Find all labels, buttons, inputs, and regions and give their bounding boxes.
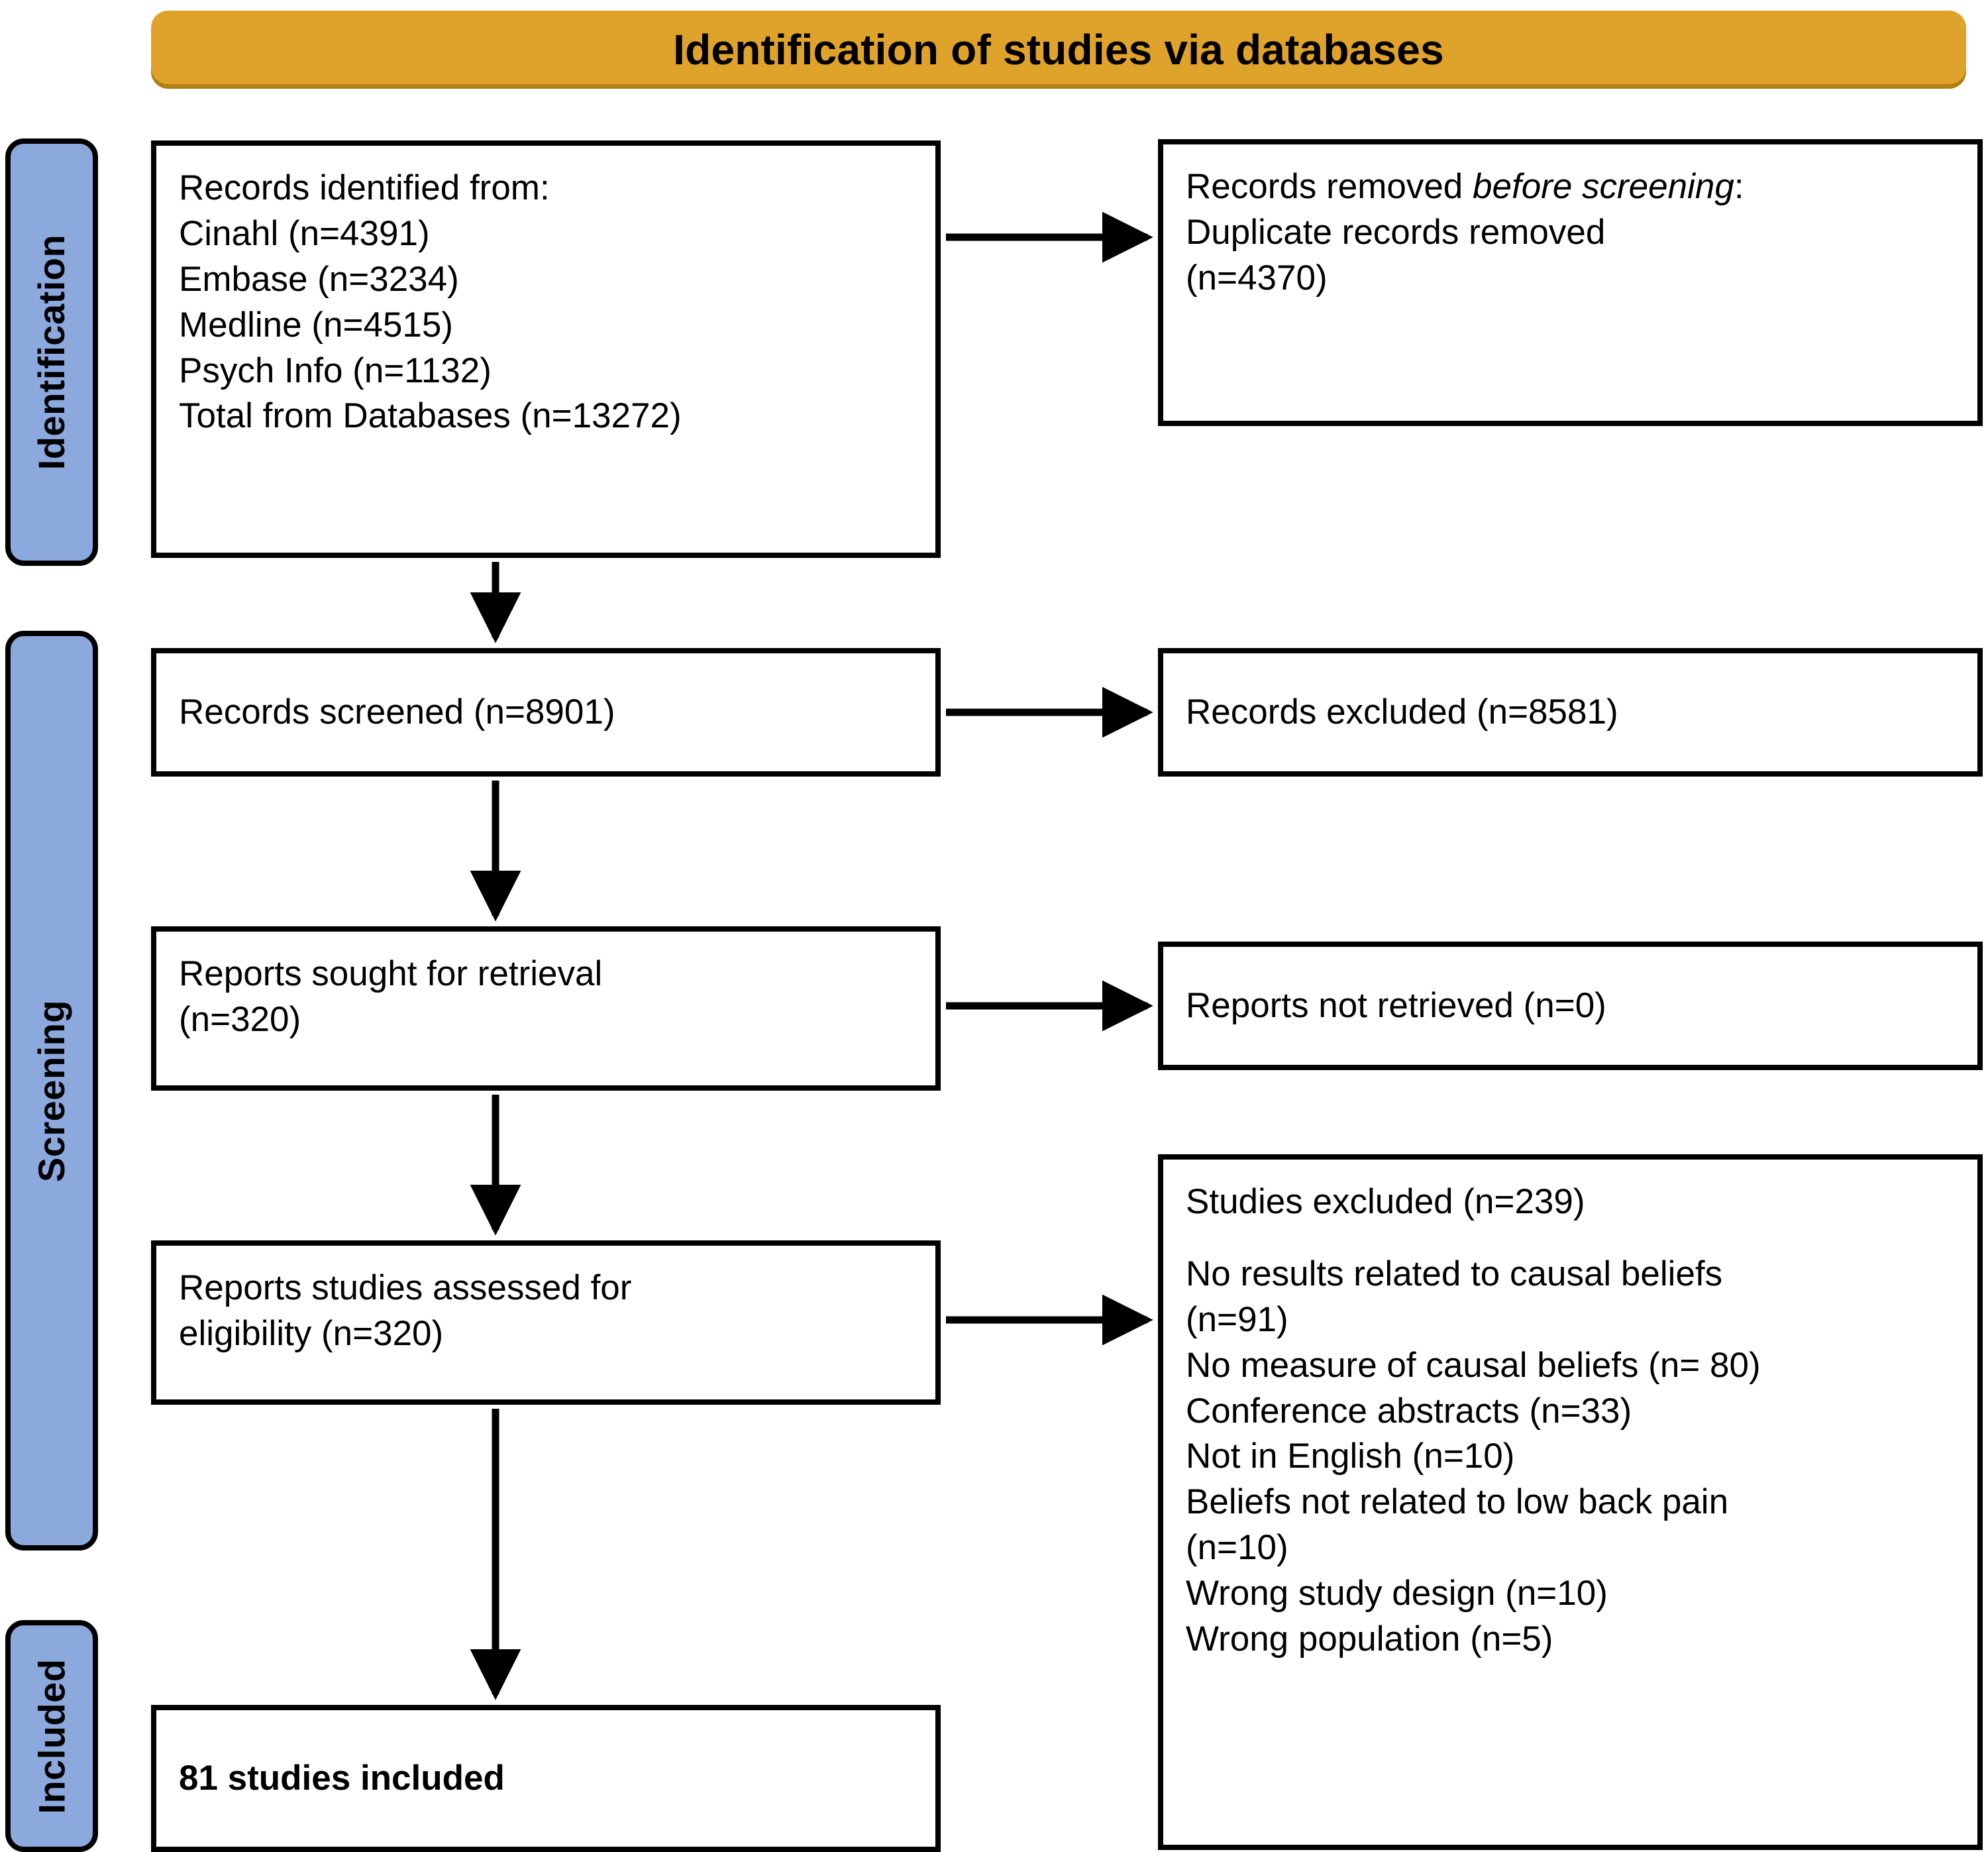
box-records-screened: Records screened (n=8901) bbox=[151, 648, 941, 777]
records-removed-heading-suffix: : bbox=[1734, 167, 1744, 206]
stage-label-included: Included bbox=[30, 1658, 73, 1814]
stage-rail-included: Included bbox=[5, 1620, 98, 1852]
studies-excluded-spacer bbox=[1186, 1225, 1955, 1252]
stage-label-identification: Identification bbox=[30, 234, 73, 470]
box-studies-included: 81 studies included bbox=[151, 1705, 941, 1852]
box-records-excluded: Records excluded (n=8581) bbox=[1158, 648, 1983, 777]
studies-excluded-reason-not-english: Not in English (n=10) bbox=[1186, 1437, 1515, 1476]
records-removed-duplicate: Duplicate records removed bbox=[1186, 212, 1606, 252]
studies-excluded-reason-wrong-design: Wrong study design (n=10) bbox=[1186, 1574, 1608, 1613]
reports-sought-text: Reports sought for retrieval bbox=[179, 954, 603, 993]
studies-excluded-reason-wrong-population: Wrong population (n=5) bbox=[1186, 1619, 1553, 1659]
banner-identification-via-databases: Identification of studies via databases bbox=[151, 11, 1966, 89]
studies-excluded-reason-no-results: No results related to causal beliefs bbox=[1186, 1254, 1723, 1293]
records-identified-psychinfo: Psych Info (n=1132) bbox=[179, 351, 492, 390]
banner-title: Identification of studies via databases bbox=[673, 26, 1444, 74]
records-identified-total: Total from Databases (n=13272) bbox=[179, 396, 682, 436]
records-removed-heading-prefix: Records removed bbox=[1186, 167, 1473, 206]
studies-excluded-reason-no-results-count: (n=91) bbox=[1186, 1299, 1288, 1339]
studies-excluded-reason-beliefs-unrelated-count: (n=10) bbox=[1186, 1528, 1288, 1568]
reports-assessed-line2: eligibility (n=320) bbox=[179, 1313, 444, 1353]
records-excluded-text: Records excluded (n=8581) bbox=[1186, 692, 1618, 732]
box-studies-excluded: Studies excluded (n=239) No results rela… bbox=[1158, 1154, 1983, 1850]
reports-sought-count: (n=320) bbox=[179, 999, 301, 1039]
studies-excluded-heading: Studies excluded (n=239) bbox=[1186, 1182, 1585, 1221]
box-records-identified: Records identified from: Cinahl (n=4391)… bbox=[151, 140, 941, 558]
reports-not-retrieved-text: Reports not retrieved (n=0) bbox=[1186, 985, 1606, 1025]
box-reports-not-retrieved: Reports not retrieved (n=0) bbox=[1158, 942, 1983, 1070]
stage-rail-screening: Screening bbox=[5, 631, 98, 1551]
records-identified-medline: Medline (n=4515) bbox=[179, 305, 453, 345]
records-identified-embase: Embase (n=3234) bbox=[179, 259, 459, 299]
box-records-removed-before-screening: Records removed before screening: Duplic… bbox=[1158, 139, 1983, 426]
stage-label-screening: Screening bbox=[30, 999, 73, 1182]
box-reports-assessed-for-eligibility: Reports studies assessed for eligibility… bbox=[151, 1240, 941, 1405]
records-removed-heading-italic: before screening bbox=[1473, 167, 1734, 206]
studies-excluded-reason-no-measure: No measure of causal beliefs (n= 80) bbox=[1186, 1345, 1761, 1385]
stage-rail-identification: Identification bbox=[5, 138, 98, 566]
box-reports-sought-for-retrieval: Reports sought for retrieval (n=320) bbox=[151, 926, 941, 1091]
records-removed-count: (n=4370) bbox=[1186, 258, 1328, 298]
records-removed-heading: Records removed before screening: bbox=[1186, 164, 1955, 210]
records-screened-text: Records screened (n=8901) bbox=[179, 692, 615, 732]
studies-included-text: 81 studies included bbox=[179, 1758, 505, 1798]
records-identified-cinahl: Cinahl (n=4391) bbox=[179, 213, 430, 253]
records-identified-heading: Records identified from: bbox=[179, 168, 550, 207]
studies-excluded-reason-conference: Conference abstracts (n=33) bbox=[1186, 1391, 1632, 1431]
studies-excluded-reason-beliefs-unrelated: Beliefs not related to low back pain bbox=[1186, 1482, 1729, 1522]
reports-assessed-line1: Reports studies assessed for bbox=[179, 1268, 632, 1307]
